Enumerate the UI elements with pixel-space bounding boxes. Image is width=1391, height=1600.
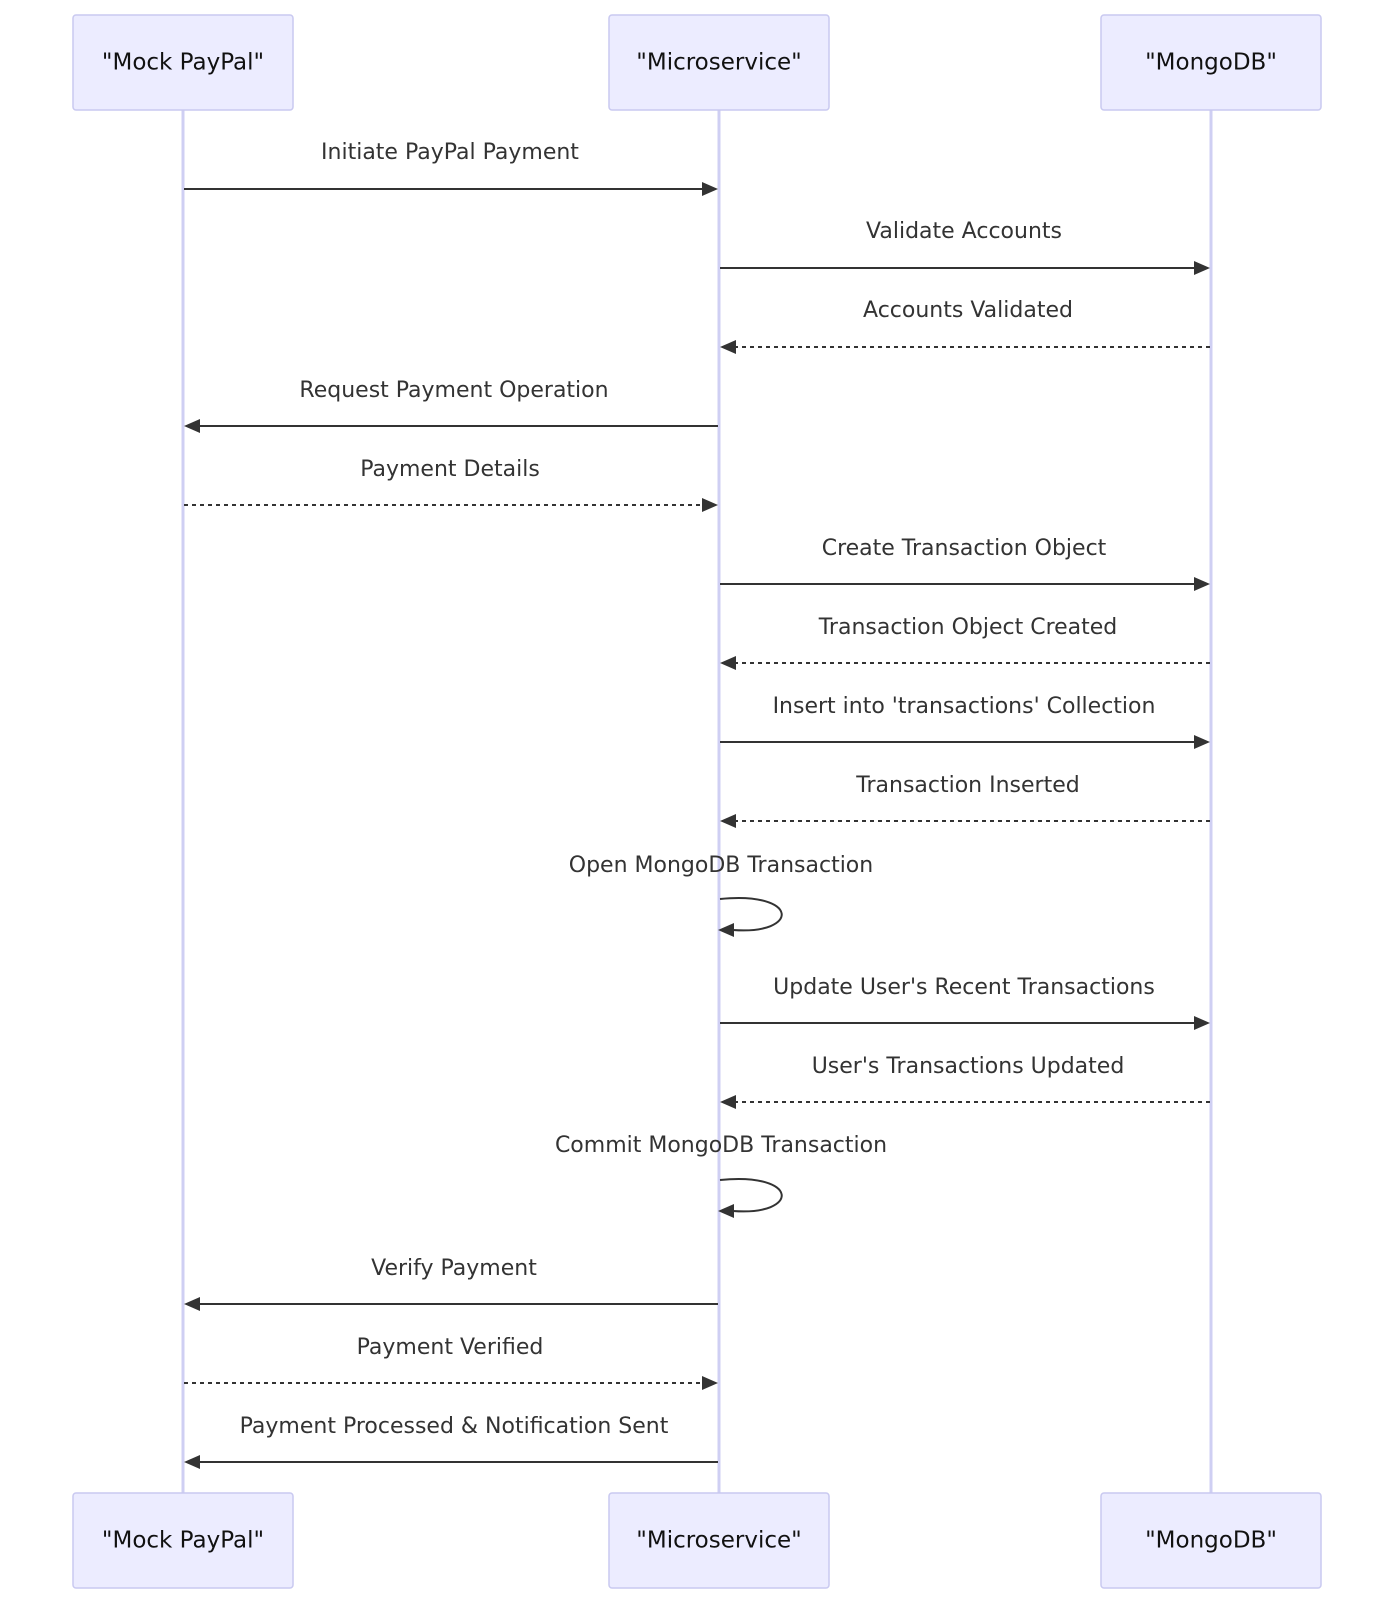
message-commit-mongodb-transaction: Commit MongoDB Transaction (555, 1133, 887, 1218)
arrowhead (718, 1204, 734, 1218)
message-label: Payment Details (360, 457, 540, 482)
message-label: Accounts Validated (863, 298, 1073, 323)
message-label: Verify Payment (371, 1256, 537, 1281)
arrowhead (1194, 735, 1210, 749)
arrowhead (1194, 577, 1210, 591)
message-transaction-object-created: Transaction Object Created (720, 615, 1210, 670)
actor-top-mongodb: "MongoDB" (1100, 14, 1322, 111)
arrowhead (718, 923, 734, 937)
message-create-transaction-object: Create Transaction Object (720, 536, 1210, 591)
actor-box (1100, 14, 1322, 111)
message-transaction-inserted: Transaction Inserted (720, 773, 1210, 828)
arrowhead (1194, 261, 1210, 275)
message-update-user-recent-transactions: Update User's Recent Transactions (720, 975, 1210, 1030)
self-loop (719, 1178, 783, 1213)
message-label: Open MongoDB Transaction (569, 853, 873, 878)
message-open-mongodb-transaction: Open MongoDB Transaction (569, 853, 873, 937)
message-request-payment-operation: Request Payment Operation (184, 378, 718, 433)
message-label: Transaction Object Created (818, 615, 1118, 640)
actor-box (72, 14, 294, 111)
actor-bottom-microservice: "Microservice" (608, 1492, 830, 1589)
arrowhead (702, 498, 718, 512)
message-validate-accounts: Validate Accounts (720, 219, 1210, 275)
actor-bottom-mongodb: "MongoDB" (1100, 1492, 1322, 1589)
message-initiate-paypal-payment: Initiate PayPal Payment (184, 140, 718, 196)
message-verify-payment: Verify Payment (184, 1256, 718, 1311)
message-label: Request Payment Operation (299, 378, 608, 403)
actor-label: "Microservice" (636, 1528, 801, 1554)
arrowhead (1194, 1016, 1210, 1030)
arrowhead (184, 1455, 200, 1469)
message-label: Transaction Inserted (855, 773, 1079, 798)
actor-label: "Mock PayPal" (102, 50, 264, 76)
arrowhead (702, 1376, 718, 1390)
message-payment-details: Payment Details (184, 457, 718, 512)
message-label: Payment Processed & Notification Sent (240, 1414, 669, 1439)
arrowhead (702, 182, 718, 196)
message-label: Commit MongoDB Transaction (555, 1133, 887, 1158)
message-label: User's Transactions Updated (812, 1054, 1125, 1079)
message-label: Create Transaction Object (822, 536, 1107, 561)
arrowhead (720, 1095, 736, 1109)
message-label: Validate Accounts (866, 219, 1062, 244)
actor-top-mock-paypal: "Mock PayPal" (72, 14, 294, 111)
message-label: Initiate PayPal Payment (321, 140, 579, 165)
arrowhead (720, 814, 736, 828)
actor-label: "Microservice" (636, 50, 801, 76)
arrowhead (184, 1297, 200, 1311)
message-label: Insert into 'transactions' Collection (773, 694, 1156, 719)
actor-label: "Mock PayPal" (102, 1528, 264, 1554)
message-user-transactions-updated: User's Transactions Updated (720, 1054, 1210, 1109)
actor-box (608, 14, 830, 111)
arrowhead (184, 419, 200, 433)
arrowhead (720, 656, 736, 670)
message-payment-verified: Payment Verified (184, 1335, 718, 1390)
actor-box (608, 1492, 830, 1589)
actor-label: "MongoDB" (1145, 1528, 1277, 1554)
arrowhead (720, 340, 736, 354)
message-accounts-validated: Accounts Validated (720, 298, 1210, 354)
message-insert-into-transactions: Insert into 'transactions' Collection (720, 694, 1210, 749)
message-label: Payment Verified (357, 1335, 544, 1360)
actor-box (1100, 1492, 1322, 1589)
actor-box (72, 1492, 294, 1589)
actor-label: "MongoDB" (1145, 50, 1277, 76)
message-payment-processed-notification-sent: Payment Processed & Notification Sent (184, 1414, 718, 1469)
self-loop (719, 897, 783, 932)
message-label: Update User's Recent Transactions (773, 975, 1155, 1000)
actor-top-microservice: "Microservice" (608, 14, 830, 111)
actor-bottom-mock-paypal: "Mock PayPal" (72, 1492, 294, 1589)
